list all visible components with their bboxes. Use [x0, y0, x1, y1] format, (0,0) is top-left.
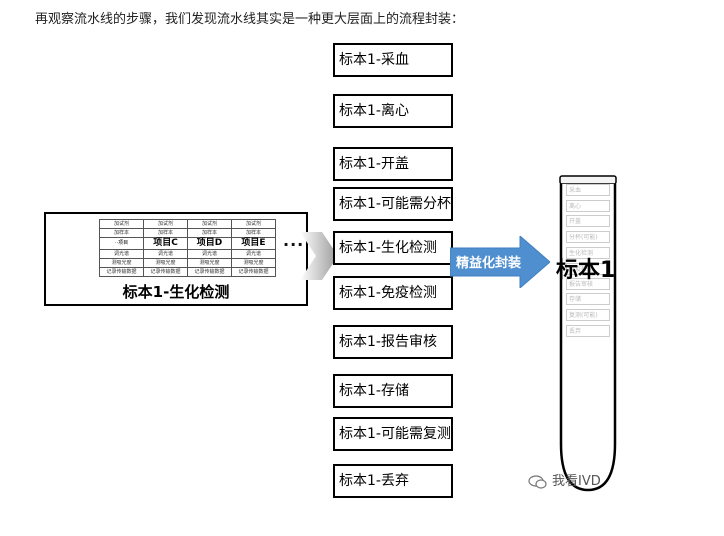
- step-box: 标本1-报告审核: [333, 325, 453, 359]
- tube-item: 报告审核: [566, 278, 610, 290]
- step-box: 标本1-采血: [333, 43, 453, 77]
- grid-cell: 加样本: [99, 228, 144, 238]
- tube-label: 标本1: [556, 258, 616, 283]
- grid-cell: 记录传输数据: [143, 267, 188, 277]
- step-box: 标本1-可能需复测: [333, 417, 453, 451]
- step-box: 标本1-免疫检测: [333, 276, 453, 310]
- wechat-icon: [528, 474, 547, 489]
- grid-cell: 调光谱: [99, 249, 144, 259]
- step-box: 标本1-丢弃: [333, 464, 453, 498]
- grid-cell: 项目C: [143, 237, 188, 250]
- watermark-text: 我看IVD: [552, 474, 601, 489]
- step-box: 标本1-离心: [333, 94, 453, 128]
- grid-cell: 记录传输数据: [187, 267, 232, 277]
- grid-cell: 加样本: [187, 228, 232, 238]
- grid-cell: 测吸光度: [99, 258, 144, 268]
- test-tube-icon: [559, 175, 617, 492]
- tube-item: 丢弃: [566, 325, 610, 337]
- grid-cell: 调光谱: [231, 249, 276, 259]
- watermark: 我看IVD: [528, 470, 601, 489]
- step-box: 标本1-存储: [333, 374, 453, 408]
- procedure-grid: 加试剂 加试剂 加试剂 加试剂 加样本 加样本 加样本 加样本 ··项目 项目C…: [99, 219, 276, 277]
- tube-item: 免疫检测: [566, 263, 610, 275]
- grid-cell: 加样本: [143, 228, 188, 238]
- step-box: 标本1-开盖: [333, 147, 453, 181]
- grid-cell: 记录传输数据: [99, 267, 144, 277]
- ellipsis: ···: [283, 235, 305, 254]
- grid-cell: ··项目: [99, 237, 144, 250]
- tube-item: 存储: [566, 293, 610, 305]
- chevron-connector-icon: [300, 232, 338, 280]
- grid-cell: 加试剂: [99, 219, 144, 229]
- step-box: 标本1-生化检测: [333, 231, 453, 265]
- tube-item: 开盖: [566, 215, 610, 227]
- grid-cell: 加试剂: [143, 219, 188, 229]
- grid-cell: 记录传输数据: [231, 267, 276, 277]
- grid-cell: 测吸光度: [143, 258, 188, 268]
- grid-cell: 项目E: [231, 237, 276, 250]
- grid-cell: 测吸光度: [187, 258, 232, 268]
- tube-item: 分杯(可能): [566, 231, 610, 243]
- grid-cell: 调光谱: [143, 249, 188, 259]
- intro-text: 再观察流水线的步骤，我们发现流水线其实是一种更大层面上的流程封装：: [35, 12, 465, 27]
- step-box: 标本1-可能需分杯: [333, 187, 453, 221]
- arrow-label: 精益化封装: [456, 256, 522, 271]
- grid-cell: 加样本: [231, 228, 276, 238]
- block-title: 标本1-生化检测: [122, 283, 230, 301]
- biochem-detail-block: 加试剂 加试剂 加试剂 加试剂 加样本 加样本 加样本 加样本 ··项目 项目C…: [44, 212, 308, 306]
- grid-cell: 调光谱: [187, 249, 232, 259]
- grid-cell: 项目D: [187, 237, 232, 250]
- tube-item: 离心: [566, 200, 610, 212]
- grid-cell: 加试剂: [187, 219, 232, 229]
- grid-cell: 测吸光度: [231, 258, 276, 268]
- tube-item: 复测(可能): [566, 309, 610, 321]
- grid-cell: 加试剂: [231, 219, 276, 229]
- tube-item: 采血: [566, 184, 610, 196]
- tube-item: 生化检测: [566, 247, 610, 259]
- right-arrow-icon: [450, 236, 550, 288]
